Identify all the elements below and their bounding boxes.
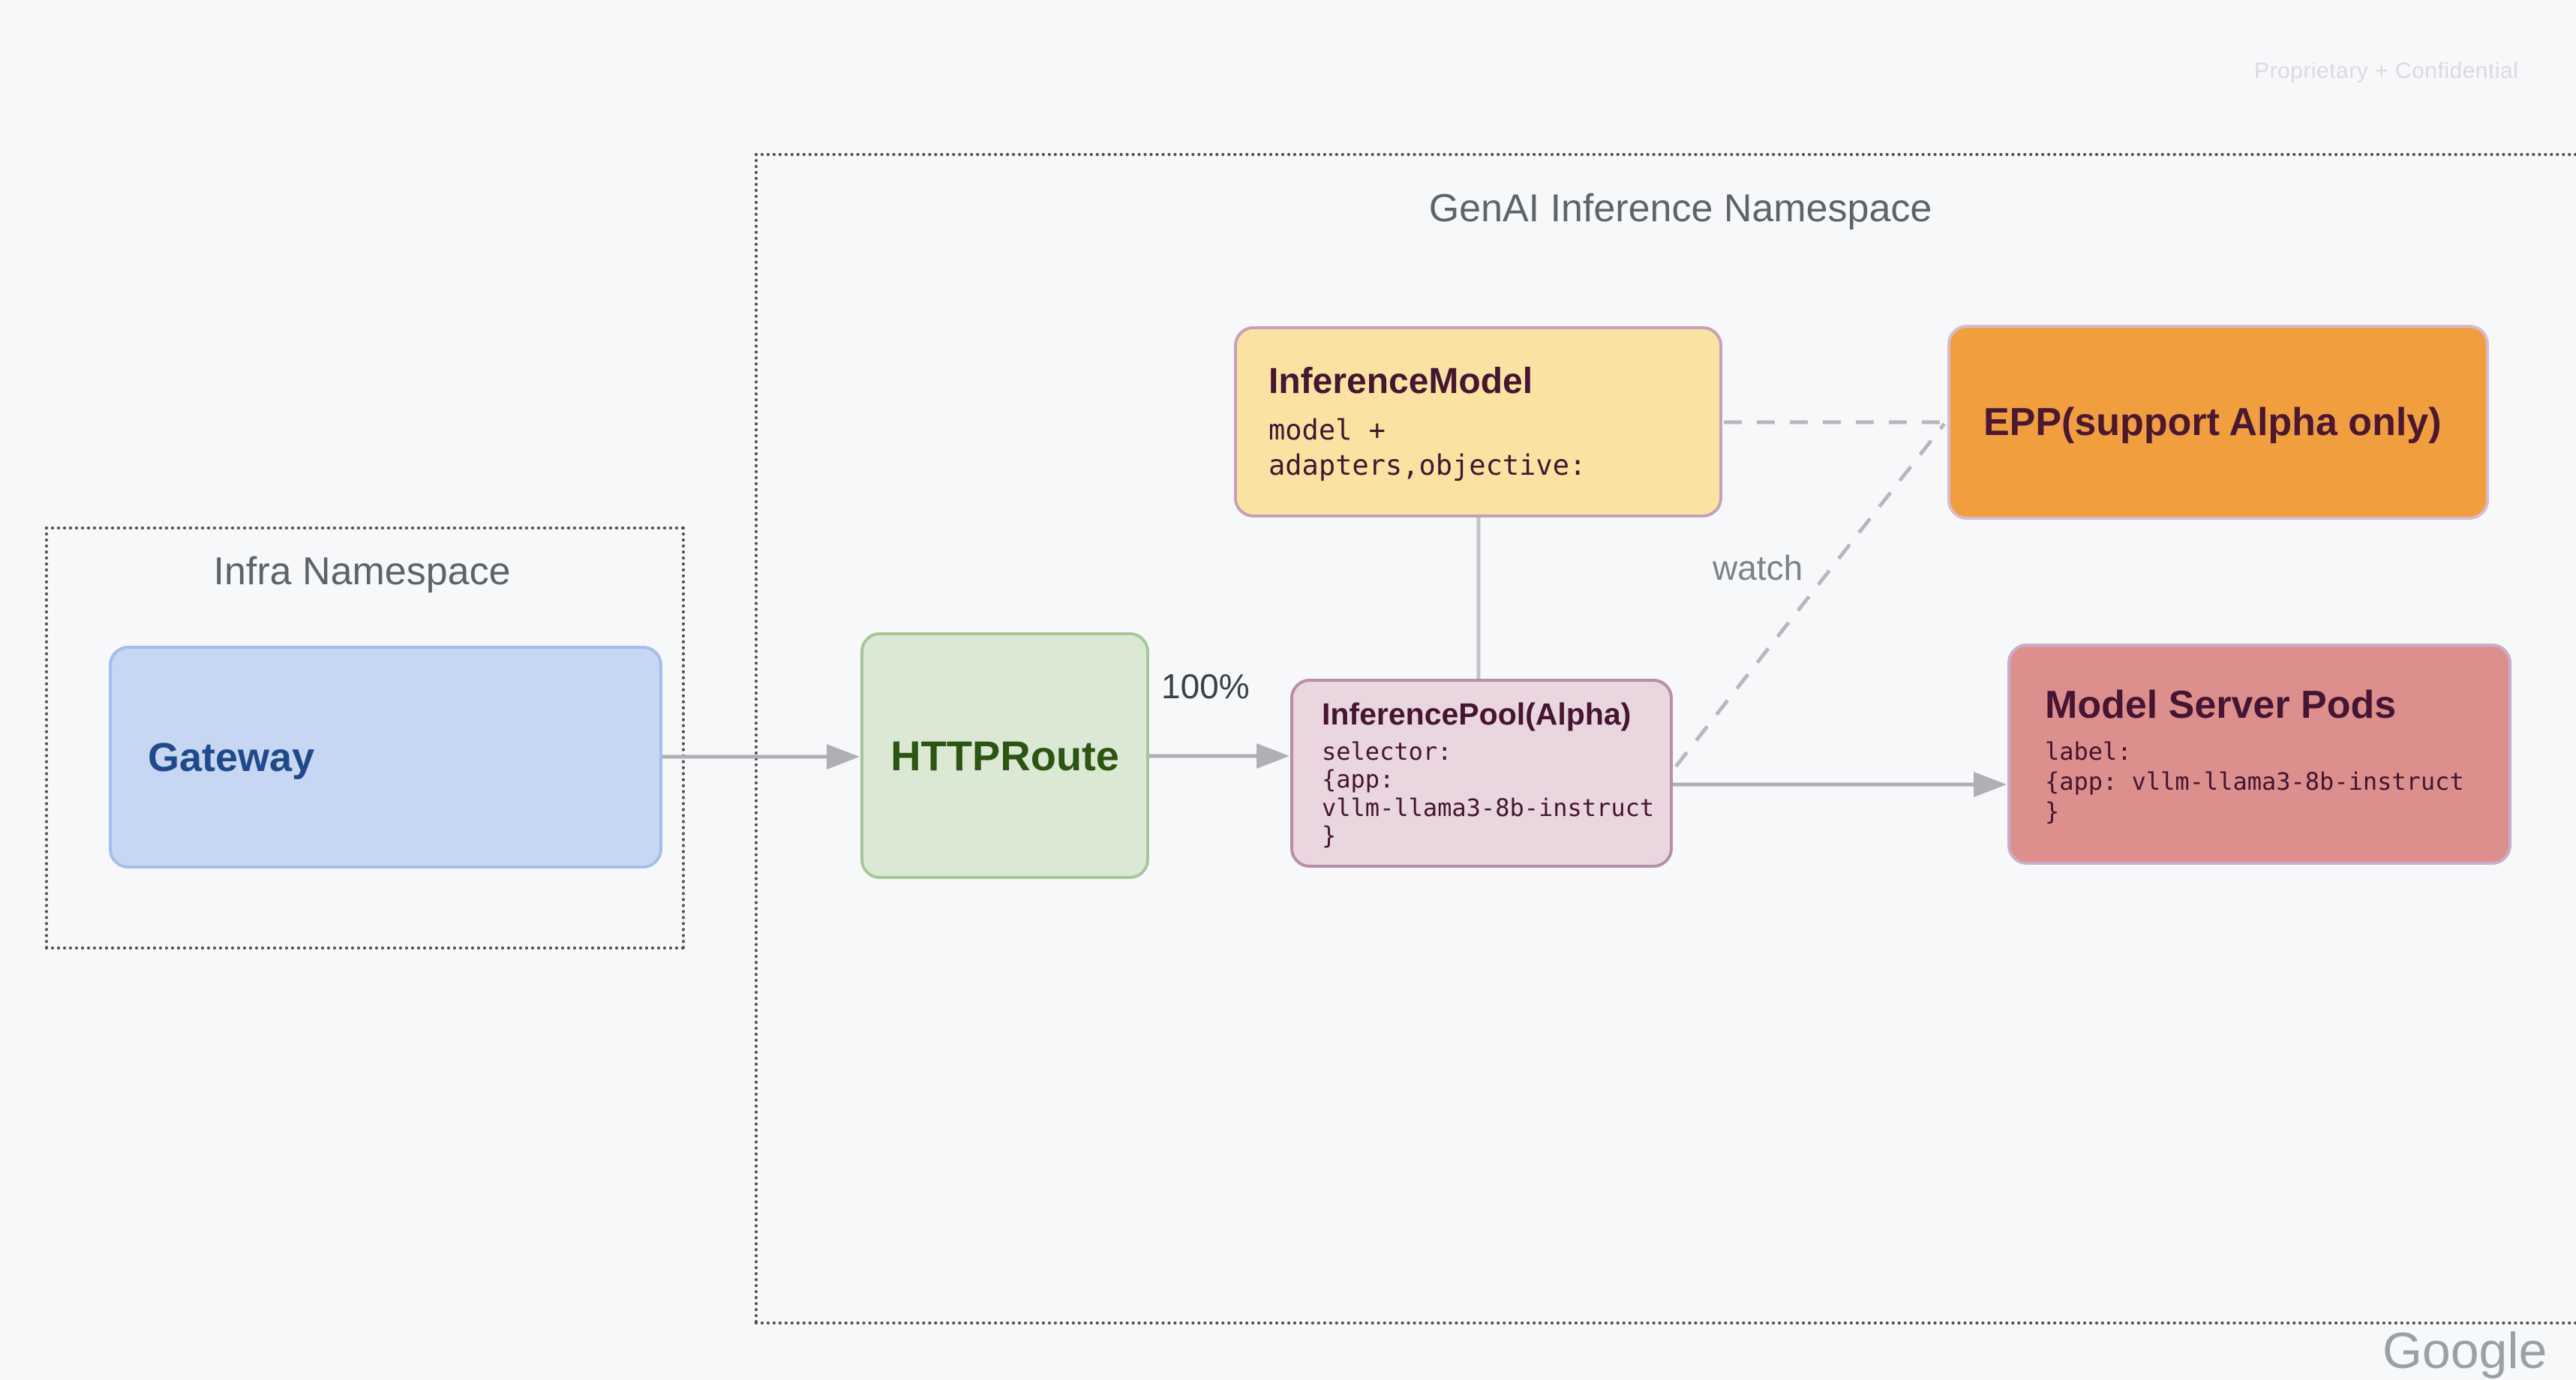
inference-pool-node: InferencePool(Alpha) selector: {app: vll… — [1290, 679, 1673, 868]
genai-namespace-box — [755, 153, 2576, 1324]
edge-inferencepool-modelserverpods-arrowhead — [1974, 772, 2007, 797]
httproute-label: HTTPRoute — [890, 732, 1119, 779]
inference-pool-body-line4: } — [1322, 820, 1337, 850]
confidential-notice: Proprietary + Confidential — [2254, 58, 2519, 83]
gateway-label: Gateway — [148, 734, 315, 780]
google-logo: Google — [2382, 1322, 2547, 1379]
edge-httproute-inferencepool-arrowhead — [1256, 743, 1290, 769]
infra-namespace-box — [45, 526, 685, 950]
model-server-pods-body-line1: label: — [2045, 736, 2132, 766]
epp-node: EPP(support Alpha only) — [1947, 325, 2489, 520]
inference-pool-body-line2: {app: — [1322, 765, 1395, 794]
edge-gateway-httproute-arrowhead — [827, 744, 860, 770]
inference-pool-body-line1: selector: — [1322, 736, 1452, 766]
route-weight-label: 100% — [1161, 667, 1250, 706]
model-server-pods-body-line2: {app: vllm-llama3-8b-instruct — [2045, 766, 2464, 796]
inference-model-body-line1: model + — [1268, 413, 1386, 446]
inference-pool-body-line3: vllm-llama3-8b-instruct — [1322, 793, 1655, 822]
gateway-node: Gateway — [109, 646, 662, 868]
genai-namespace-title: GenAI Inference Namespace — [1428, 187, 1932, 230]
model-server-pods-body-line3: } — [2045, 796, 2060, 826]
model-server-pods-node: Model Server Pods label: {app: vllm-llam… — [2007, 644, 2511, 865]
httproute-node: HTTPRoute — [860, 632, 1149, 879]
watch-label: watch — [1713, 548, 1803, 587]
model-server-pods-title: Model Server Pods — [2045, 682, 2397, 727]
inference-model-title: InferenceModel — [1268, 361, 1533, 401]
inference-pool-title: InferencePool(Alpha) — [1322, 696, 1632, 731]
diagram-canvas: Proprietary + Confidential GenAI Inferen… — [45, 58, 2576, 1379]
inference-model-body-line2: adapters,objective: — [1268, 449, 1587, 482]
epp-label: EPP(support Alpha only) — [1983, 400, 2442, 444]
edge-inferencepool-epp-watch-dashed — [1674, 422, 1946, 768]
infra-namespace-title: Infra Namespace — [213, 550, 511, 593]
edges-layer — [662, 420, 2007, 797]
inference-model-node: InferenceModel model + adapters,objectiv… — [1234, 326, 1722, 518]
